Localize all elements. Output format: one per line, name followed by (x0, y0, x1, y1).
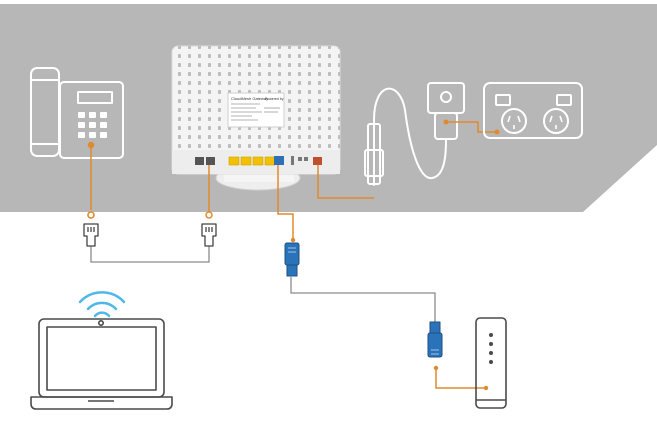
ethernet-connector-icon (284, 242, 300, 277)
router-brand-badge: Powered by (265, 97, 284, 101)
router-wan-port (274, 156, 284, 165)
wifi-icon (78, 291, 126, 318)
wall-outlet-icon (483, 82, 583, 139)
ethernet-cable (277, 165, 489, 391)
router-power-port (313, 157, 322, 165)
modem-icon (475, 317, 507, 409)
power-cord (373, 87, 447, 186)
phone-cable-connector-icon (83, 223, 99, 247)
router-phone-ports (195, 157, 215, 165)
ethernet-connector-icon (427, 321, 443, 358)
router-label-sticker (227, 92, 285, 128)
power-cable (317, 165, 374, 199)
router-brand-label: CloudMesh Gateway (231, 96, 268, 101)
power-plug-icon (364, 82, 465, 185)
gateway-router-icon: CloudMesh Gateway Powered by (171, 45, 341, 191)
phone-cable-connector-icon (201, 223, 217, 247)
power-plug-lead (443, 119, 500, 135)
phone-cable (87, 165, 213, 263)
laptop-icon (30, 318, 173, 410)
